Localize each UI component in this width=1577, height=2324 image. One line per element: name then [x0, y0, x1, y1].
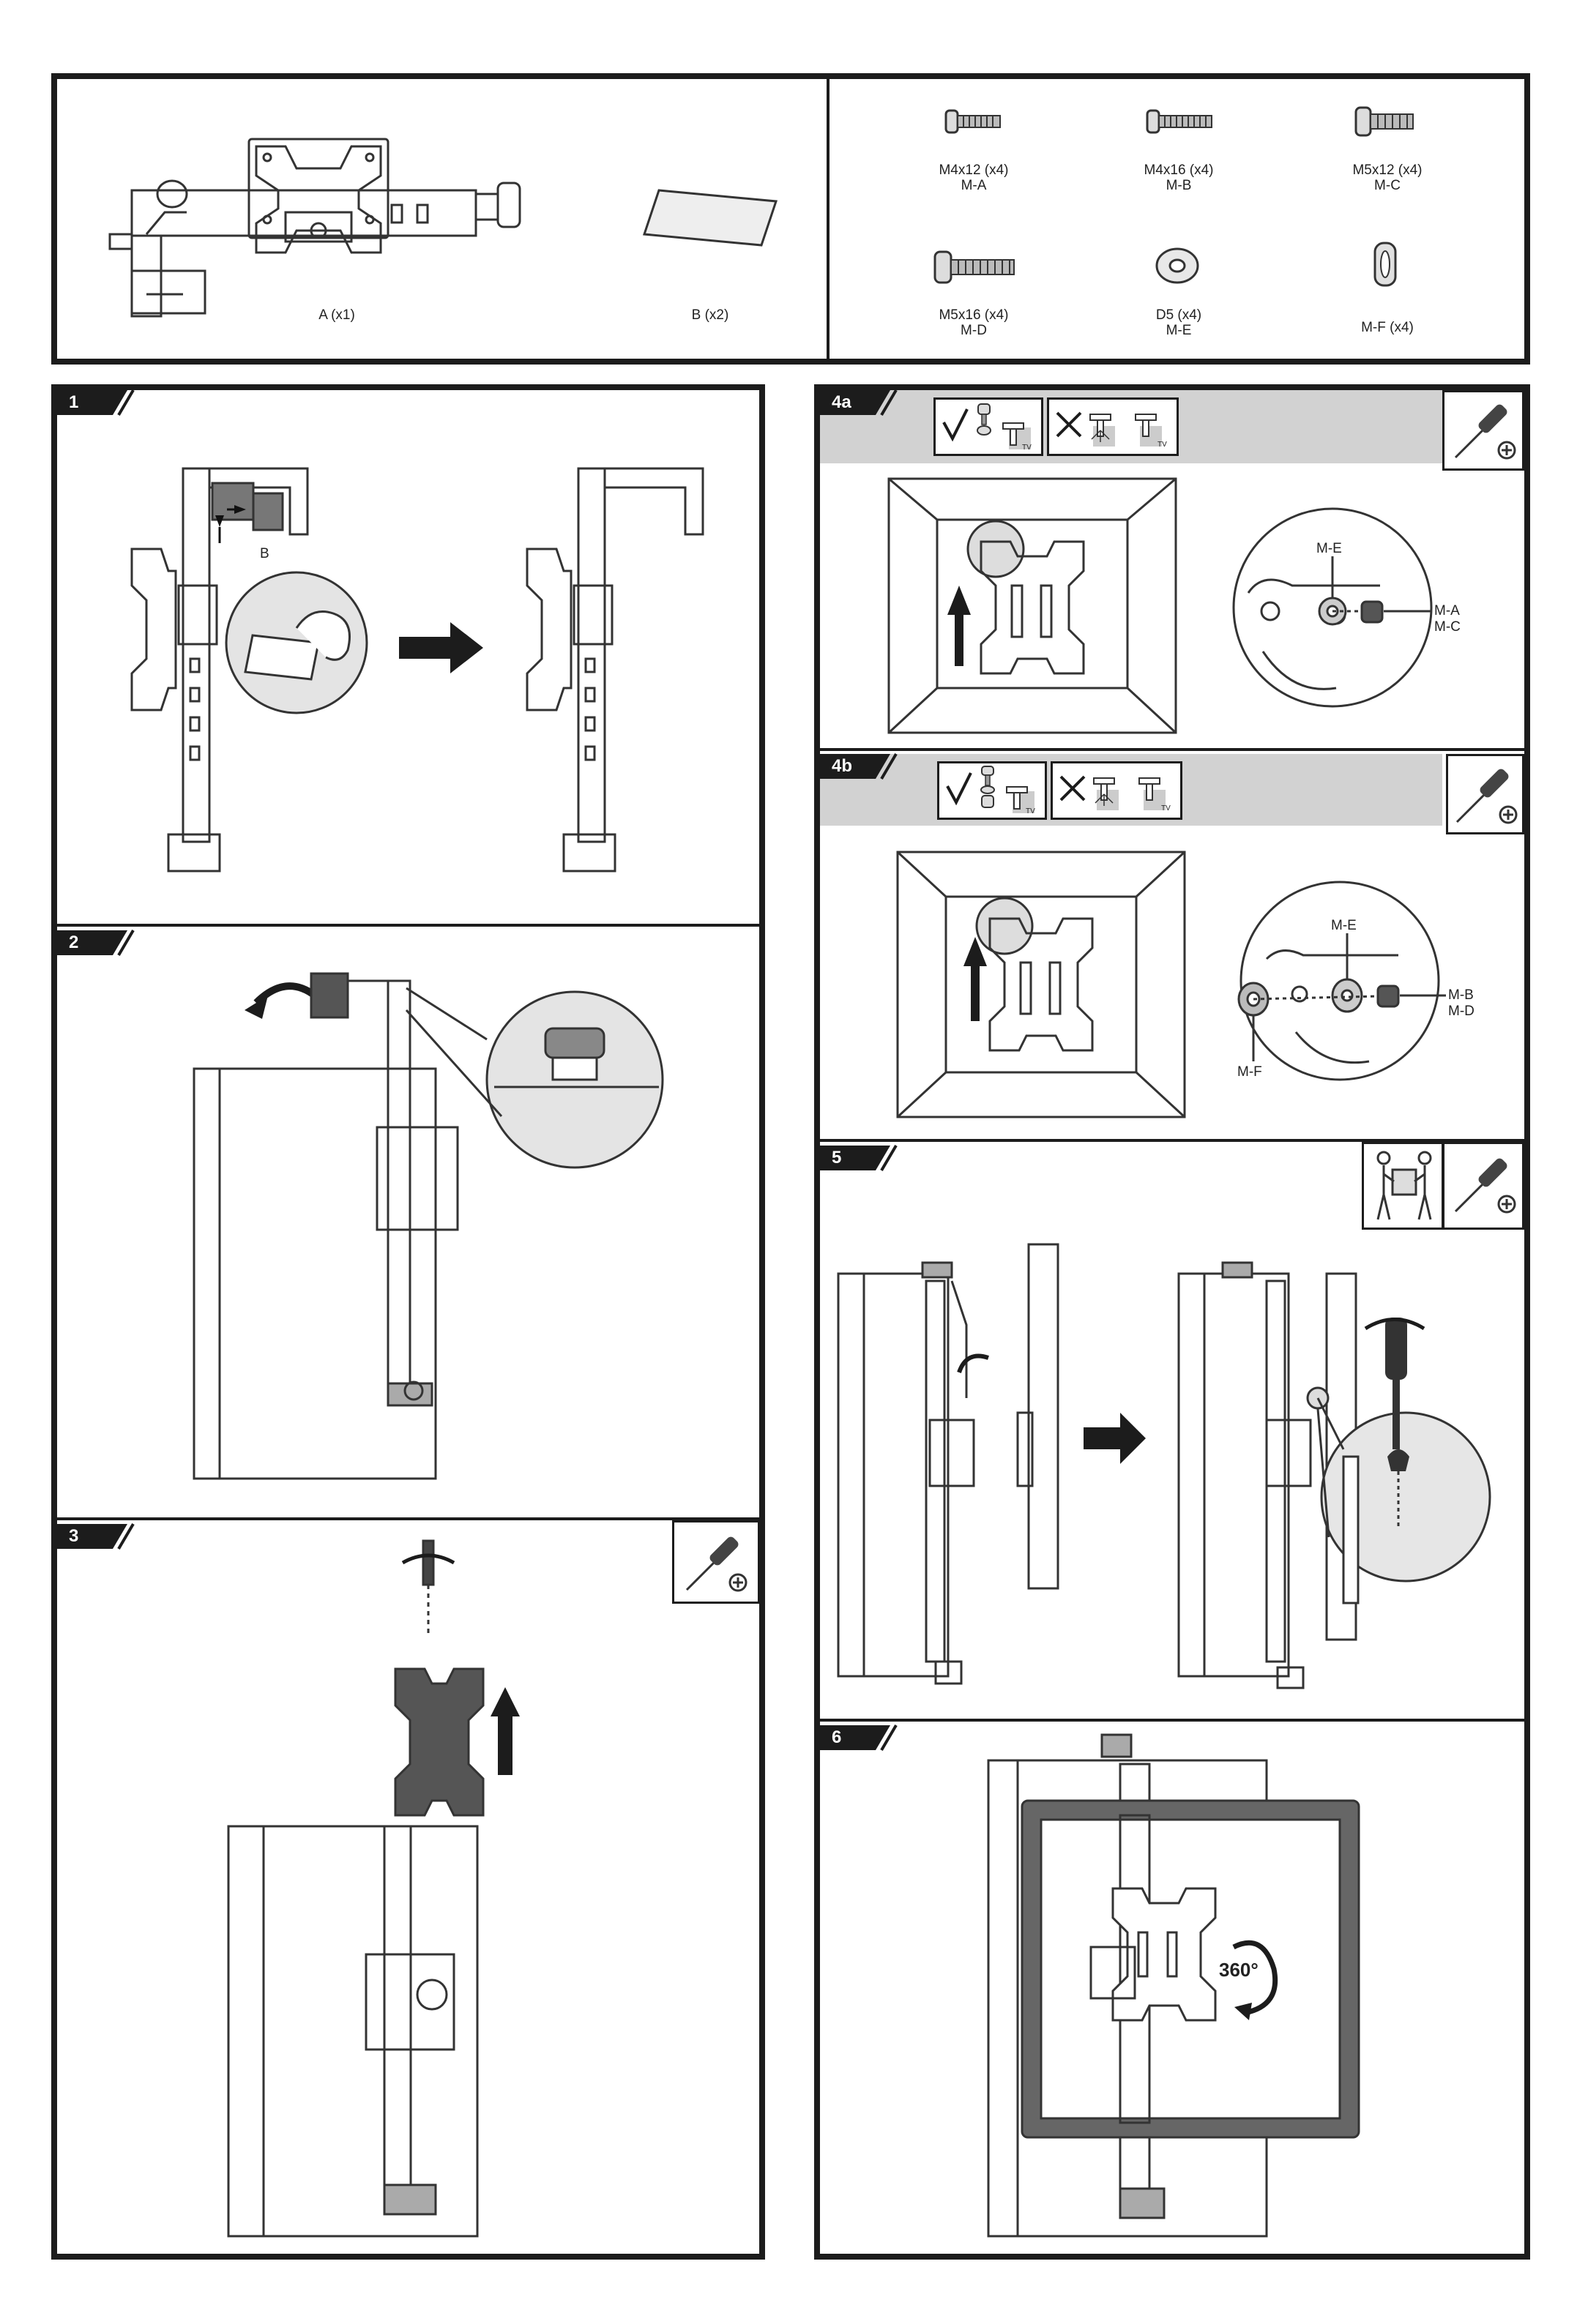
cross-icon [1058, 774, 1087, 803]
svg-text:TV: TV [1161, 804, 1171, 812]
phillips-screwdriver-icon [1448, 1149, 1521, 1219]
step1-peel-zoom [223, 569, 370, 716]
screw-ma-icon [944, 106, 1003, 137]
screw-mb-label: M4x16 (x4)M-B [1120, 162, 1237, 193]
step4b-mb-label: M-B [1448, 987, 1474, 1003]
step4b-monitor-back [895, 849, 1188, 1120]
step-1-tab: 1 [57, 390, 127, 415]
step-1-number: 1 [69, 392, 78, 413]
step1-next-arrow [399, 622, 487, 673]
screw-md-icon [933, 249, 1018, 285]
divider-step1-step2 [51, 924, 765, 927]
screw-md-label: M5x16 (x4)M-D [915, 307, 1032, 338]
washer-me-icon [1155, 247, 1199, 284]
step4a-monitor-back [886, 476, 1179, 736]
step3-assembly [220, 1533, 600, 2243]
step-6-tab: 6 [820, 1725, 890, 1750]
part-a-label: A (x1) [293, 307, 381, 323]
step-4a-number: 4a [832, 392, 851, 413]
parts-divider [827, 73, 829, 365]
tv-badge: TV [1022, 444, 1032, 452]
check-icon [944, 770, 974, 807]
spacer-mf-label: M-F (x4) [1329, 320, 1446, 335]
divider-step2-step3 [51, 1517, 765, 1520]
step-6-number: 6 [832, 1727, 841, 1748]
step5-hang-monitor [835, 1237, 1516, 1691]
divider-step5-step6 [814, 1719, 1530, 1722]
screw-mb-icon [1146, 106, 1215, 137]
step4a-zoom-detail: M-E M-A M-C [1219, 505, 1512, 732]
step-4b-number: 4b [832, 756, 852, 777]
step1-b-label: B [260, 546, 269, 561]
step4b-me-label: M-E [1331, 918, 1357, 933]
phillips-screwdriver-icon [1448, 395, 1521, 465]
screw-ma-label: M4x12 (x4)M-A [915, 162, 1032, 193]
bracket-a-drawing [102, 132, 556, 322]
screw-no-spacer-wrong-icon: TV [1091, 765, 1179, 818]
screw-no-washer-wrong-icon: TV [1087, 401, 1175, 454]
step-3-number: 3 [69, 1526, 78, 1547]
step-2-tab: 2 [57, 930, 127, 955]
step4a-ma-label: M-A [1434, 603, 1460, 619]
spacer-screw-correct-icon: TV [977, 765, 1043, 818]
divider-step4a-step4b [814, 748, 1530, 751]
step-5-tab: 5 [820, 1146, 890, 1170]
step6-mounted-monitor: 360° [981, 1727, 1376, 2240]
svg-text:TV: TV [1157, 441, 1167, 449]
step4a-me-label: M-E [1316, 541, 1342, 556]
step1-bracket-after [512, 439, 732, 878]
step4b-md-label: M-D [1448, 1004, 1475, 1019]
pad-b-drawing [644, 187, 791, 253]
washer-me-label: D5 (x4)M-E [1120, 307, 1237, 338]
washer-screw-correct-icon: TV [974, 401, 1040, 454]
part-b-label: B (x2) [666, 307, 754, 323]
spacer-mf-icon [1371, 240, 1400, 288]
step-5-number: 5 [832, 1148, 841, 1168]
screw-mc-icon [1354, 105, 1417, 138]
step2-cabinet-mount [187, 959, 707, 1501]
step-2-number: 2 [69, 933, 78, 953]
cross-icon [1054, 410, 1084, 439]
two-person-lift-icon [1368, 1148, 1441, 1225]
phillips-screwdriver-icon [1450, 760, 1523, 829]
step-4b-tab: 4b [820, 754, 890, 779]
step4b-zoom-detail: M-E M-B M-D M-F [1223, 878, 1530, 1098]
step4b-mf-label: M-F [1237, 1064, 1262, 1080]
step-4a-tab: 4a [820, 390, 890, 415]
svg-text:TV: TV [1026, 807, 1035, 815]
screw-mc-label: M5x12 (x4)M-C [1329, 162, 1446, 193]
check-icon [941, 406, 970, 443]
step4a-mc-label: M-C [1434, 619, 1461, 635]
step-3-tab: 3 [57, 1524, 127, 1549]
step1-callout-b: B [260, 542, 282, 564]
step6-rotation-label: 360° [1219, 1959, 1259, 1981]
phillips-screwdriver-icon [679, 1528, 753, 1597]
